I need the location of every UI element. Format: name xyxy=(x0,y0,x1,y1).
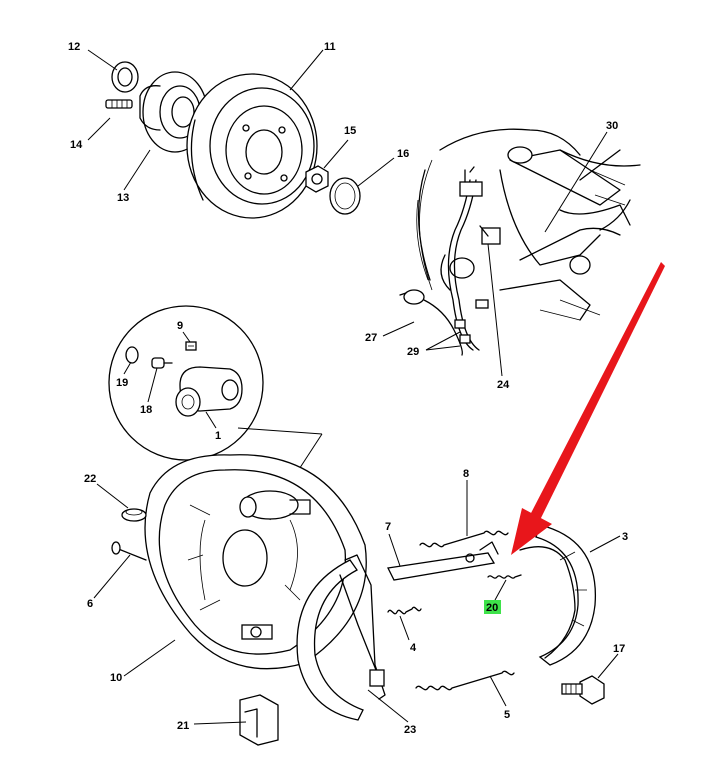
part-9-bleed-screw[interactable] xyxy=(185,341,197,351)
part-18-bleed-valve[interactable] xyxy=(151,357,173,369)
part-6-pin[interactable] xyxy=(111,541,147,561)
part-27-sensor[interactable] xyxy=(399,289,463,356)
part-22-grommet[interactable] xyxy=(121,508,147,522)
callout-23[interactable]: 23 xyxy=(404,724,416,736)
part-3-brake-shoe-trailing[interactable] xyxy=(519,524,597,666)
leader-lines xyxy=(87,49,621,725)
part-7-strut[interactable] xyxy=(387,541,499,581)
part-29-clips[interactable] xyxy=(454,299,489,344)
callout-4[interactable]: 4 xyxy=(410,642,417,654)
callout-3[interactable]: 3 xyxy=(622,531,628,543)
part-5-spring[interactable] xyxy=(415,670,515,691)
part-10-backing-plate[interactable] xyxy=(144,454,367,670)
part-1-wheel-cylinder[interactable] xyxy=(175,366,243,417)
callout-15[interactable]: 15 xyxy=(344,125,356,137)
callout-10[interactable]: 10 xyxy=(110,672,122,684)
callout-5[interactable]: 5 xyxy=(504,709,510,721)
suspension-assembly xyxy=(416,128,641,321)
part-21-clip[interactable] xyxy=(239,694,279,746)
callout-11[interactable]: 11 xyxy=(324,41,336,53)
part-15-nut[interactable] xyxy=(305,165,329,193)
part-11-drum[interactable] xyxy=(186,73,318,219)
part-14-stud[interactable] xyxy=(105,99,133,109)
callout-1[interactable]: 1 xyxy=(215,430,221,442)
callout-13[interactable]: 13 xyxy=(117,192,129,204)
part-24-brake-hose[interactable] xyxy=(447,166,501,351)
callout-12[interactable]: 12 xyxy=(68,41,80,53)
callout-27[interactable]: 27 xyxy=(365,332,377,344)
part-4-spring[interactable] xyxy=(387,606,422,615)
callout-8[interactable]: 8 xyxy=(463,468,469,480)
callout-16[interactable]: 16 xyxy=(397,148,409,160)
part-19-cap[interactable] xyxy=(125,346,139,364)
callout-30[interactable]: 30 xyxy=(606,120,618,132)
callout-21[interactable]: 21 xyxy=(177,720,189,732)
part-16-cap[interactable] xyxy=(329,177,361,215)
callout-7[interactable]: 7 xyxy=(385,521,391,533)
callout-20[interactable]: 20 xyxy=(486,602,498,614)
callout-20-highlight xyxy=(484,600,501,614)
part-17-bolt[interactable] xyxy=(561,675,605,705)
callout-18[interactable]: 18 xyxy=(140,404,152,416)
part-23-brake-shoe-leading[interactable] xyxy=(296,554,386,721)
wheel-cylinder-inset xyxy=(108,305,323,481)
callout-29[interactable]: 29 xyxy=(407,346,419,358)
callout-numbers: 12 11 14 13 15 16 30 27 29 24 9 19 18 1 … xyxy=(68,41,628,736)
callout-9[interactable]: 9 xyxy=(177,320,183,332)
callout-17[interactable]: 17 xyxy=(613,643,625,655)
callout-6[interactable]: 6 xyxy=(87,598,93,610)
callout-19[interactable]: 19 xyxy=(116,377,128,389)
callout-14[interactable]: 14 xyxy=(70,139,83,151)
callout-22[interactable]: 22 xyxy=(84,473,96,485)
part-12-seal[interactable] xyxy=(111,61,139,93)
callout-24[interactable]: 24 xyxy=(497,379,510,391)
red-pointer-arrow-icon xyxy=(511,262,665,555)
part-8-spring[interactable] xyxy=(419,530,509,548)
part-20-spring[interactable] xyxy=(487,574,522,579)
